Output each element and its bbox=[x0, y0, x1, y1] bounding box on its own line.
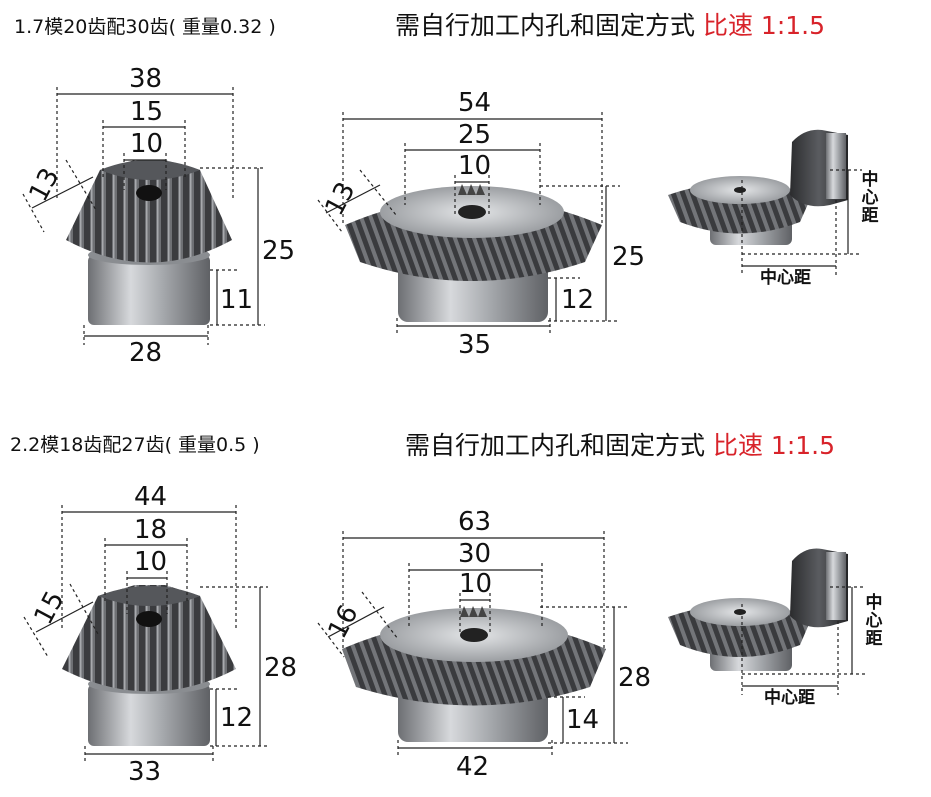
small-gear-mid-diameter: 15 bbox=[130, 97, 164, 127]
note-text: 需自行加工内孔和固定方式 比速 1:1.5 bbox=[405, 426, 835, 462]
assembly-image bbox=[668, 129, 848, 245]
small-gear-bore-diameter: 10 bbox=[130, 129, 164, 159]
small-gear-bore-diameter: 10 bbox=[134, 547, 168, 577]
small-gear-outer-diameter: 38 bbox=[129, 64, 163, 94]
large-gear-hub-diameter: 42 bbox=[456, 752, 490, 782]
small-gear-dims bbox=[22, 87, 265, 345]
assembly-dims bbox=[741, 169, 862, 275]
large-gear-bore-diameter: 10 bbox=[458, 151, 492, 181]
speed-ratio: 比速 1:1.5 bbox=[702, 11, 826, 40]
large-gear-image bbox=[345, 184, 602, 322]
large-gear-dims bbox=[317, 112, 620, 334]
processing-note: 需自行加工内孔和固定方式 bbox=[395, 11, 696, 40]
small-gear-outer-diameter: 44 bbox=[134, 482, 168, 512]
large-gear-mid-diameter: 30 bbox=[458, 539, 492, 569]
large-gear-dims bbox=[317, 531, 628, 756]
small-gear-image bbox=[66, 160, 232, 325]
spec-text: 1.7模20齿配30齿( 重量0.32 ) bbox=[14, 16, 276, 38]
large-gear-hub-diameter: 35 bbox=[458, 330, 492, 360]
small-gear-image bbox=[62, 585, 236, 746]
small-gear-mid-diameter: 18 bbox=[134, 515, 168, 545]
center-distance-vertical: 中心距 bbox=[861, 170, 879, 226]
large-gear-bore-diameter: 10 bbox=[459, 569, 493, 599]
large-gear-outer-diameter: 63 bbox=[458, 507, 492, 537]
large-gear-height: 28 bbox=[618, 663, 652, 693]
small-gear-hub-diameter: 28 bbox=[129, 338, 163, 368]
center-distance-vertical: 中心距 bbox=[865, 593, 883, 649]
small-gear-hub-diameter: 33 bbox=[128, 757, 162, 787]
large-gear-hub-height: 12 bbox=[561, 285, 595, 315]
large-gear-hub-height: 14 bbox=[566, 705, 600, 735]
large-gear-mid-diameter: 25 bbox=[458, 120, 492, 150]
gear-drawings bbox=[22, 87, 862, 345]
processing-note: 需自行加工内孔和固定方式 bbox=[405, 431, 706, 460]
small-gear-height: 25 bbox=[262, 236, 296, 266]
large-gear-image bbox=[342, 606, 606, 742]
small-gear-hub-height: 11 bbox=[220, 285, 254, 315]
small-gear-hub-height: 12 bbox=[220, 703, 254, 733]
small-gear-height: 28 bbox=[264, 653, 298, 683]
assembly-dims bbox=[741, 586, 866, 695]
section-2: 2.2模18齿配27齿( 重量0.5 ) 需自行加工内孔和固定方式 比速 1:1… bbox=[0, 399, 931, 797]
large-gear-height: 25 bbox=[612, 242, 646, 272]
section-1: 1.7模20齿配30齿( 重量0.32 ) 需自行加工内孔和固定方式 比速 1:… bbox=[0, 0, 931, 398]
large-gear-outer-diameter: 54 bbox=[458, 88, 492, 118]
center-distance-horizontal: 中心距 bbox=[760, 268, 811, 288]
center-distance-horizontal: 中心距 bbox=[764, 688, 815, 708]
gear-drawings bbox=[23, 505, 866, 763]
assembly-image bbox=[668, 548, 848, 671]
speed-ratio: 比速 1:1.5 bbox=[712, 431, 836, 460]
small-gear-dims bbox=[23, 505, 268, 763]
spec-text: 2.2模18齿配27齿( 重量0.5 ) bbox=[10, 434, 260, 456]
note-text: 需自行加工内孔和固定方式 比速 1:1.5 bbox=[395, 6, 825, 42]
